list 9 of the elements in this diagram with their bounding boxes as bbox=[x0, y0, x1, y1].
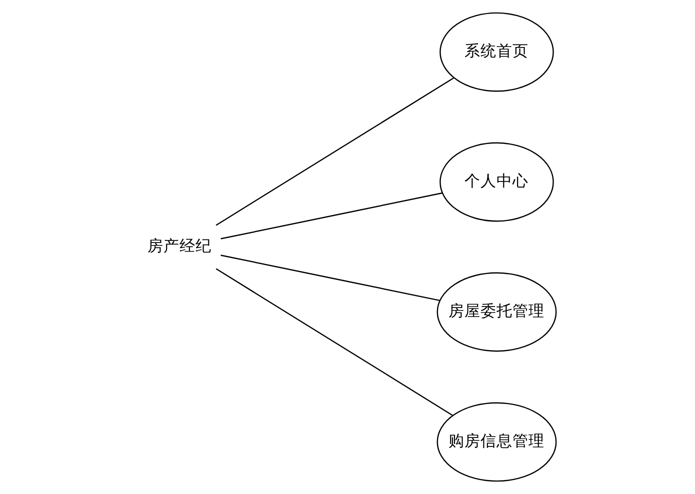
node-ellipse: 购房信息管理 bbox=[436, 402, 557, 482]
connector bbox=[216, 268, 453, 416]
connector bbox=[216, 78, 454, 226]
node-ellipse: 房屋委托管理 bbox=[436, 272, 557, 352]
node-ellipse: 系统首页 bbox=[440, 12, 554, 92]
connector bbox=[220, 192, 442, 240]
node-text: 房产经纪 bbox=[148, 236, 212, 256]
connector bbox=[220, 254, 440, 302]
node-ellipse: 个人中心 bbox=[440, 142, 554, 222]
